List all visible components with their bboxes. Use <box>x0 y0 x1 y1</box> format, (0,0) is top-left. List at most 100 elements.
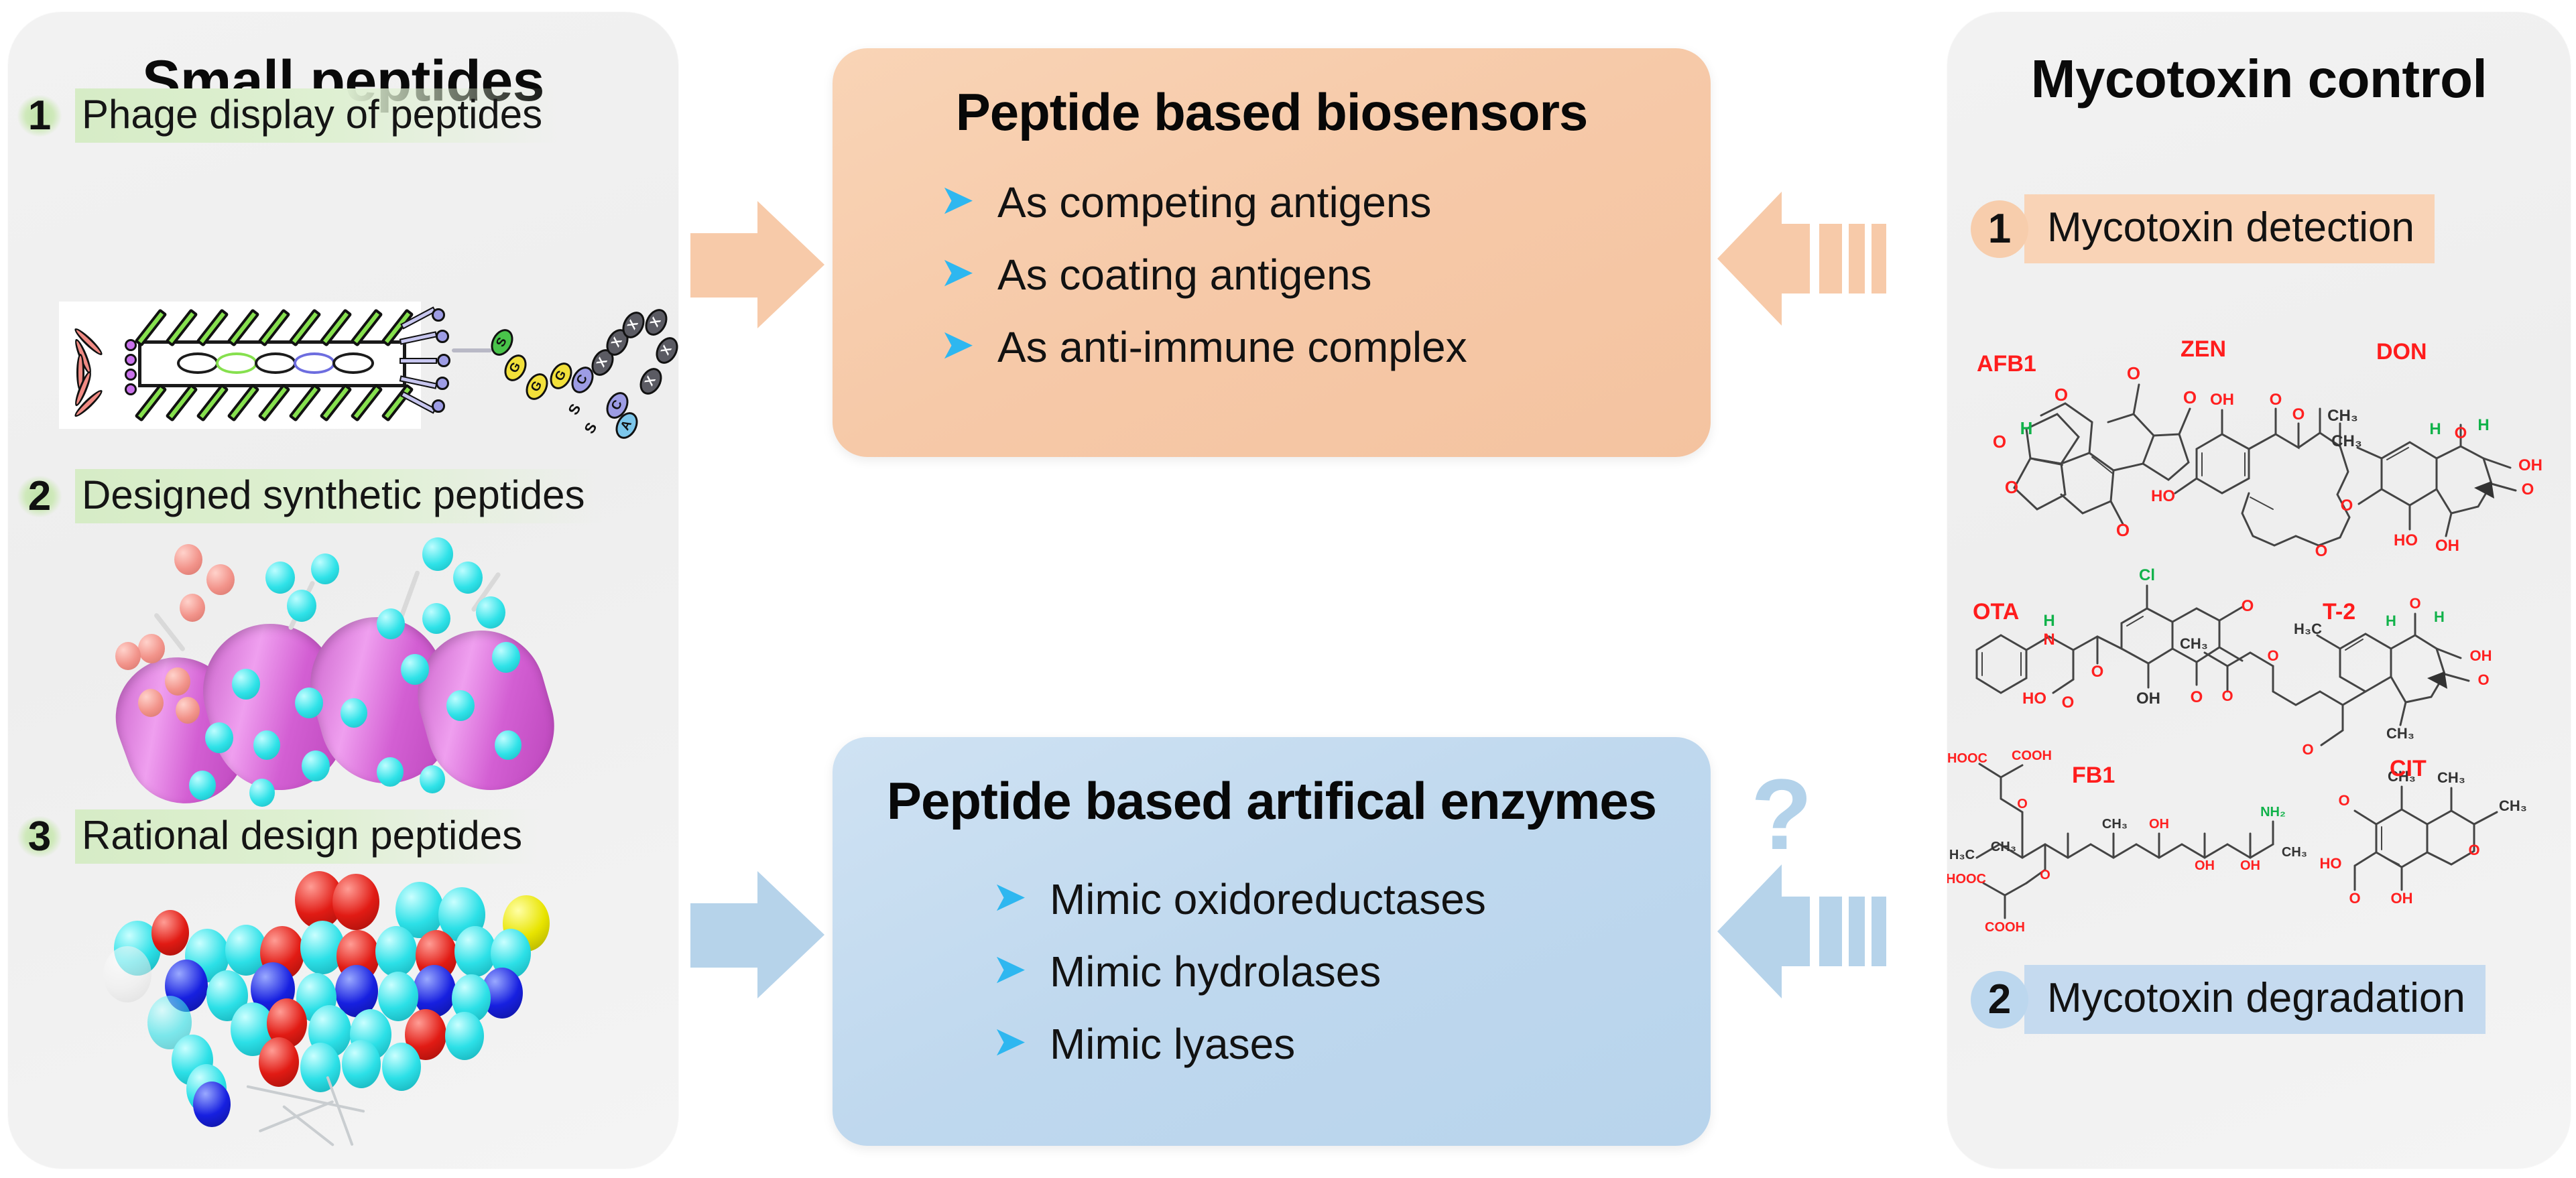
pvii-minor-protein <box>125 339 137 351</box>
carbon-atom <box>445 1012 484 1060</box>
bullet-text: Mimic oxidoreductases <box>1049 875 1486 923</box>
disulfide-label: S <box>580 419 601 437</box>
oxygen-atom <box>174 544 202 575</box>
biosensor-box-title: Peptide based biosensors <box>955 82 1589 141</box>
tag-mycotoxin-detection[interactable]: 1 Mycotoxin detection <box>1971 194 2435 263</box>
ligand-bond <box>326 1075 354 1147</box>
svg-text:Cl: Cl <box>2139 566 2155 584</box>
bullet-text: As competing antigens <box>997 178 1432 226</box>
piii-minor-protein <box>437 354 450 367</box>
svg-text:OH: OH <box>2470 647 2492 664</box>
sidebar-item-rational-design[interactable]: 3 Rational design peptides <box>17 809 540 864</box>
alpha-helix-illustration <box>74 529 603 821</box>
svg-text:O: O <box>2191 688 2203 706</box>
svg-text:O: O <box>2242 597 2254 615</box>
svg-text:H: H <box>2386 612 2396 629</box>
svg-text:O: O <box>2302 741 2313 758</box>
svg-text:HOOC: HOOC <box>1947 751 1987 766</box>
oxygen-atom <box>165 667 190 696</box>
svg-text:H: H <box>2020 418 2033 438</box>
svg-text:O: O <box>2040 868 2050 882</box>
svg-text:O: O <box>2270 391 2282 409</box>
sidebar-item-phage-display[interactable]: 1 Phage display of peptides <box>17 88 560 143</box>
oxygen-atom <box>115 642 141 670</box>
right-panel-title: Mycotoxin control <box>2030 49 2488 109</box>
oxygen-atom <box>138 634 165 663</box>
svg-text:COOH: COOH <box>1985 920 2025 935</box>
chevron-right-icon: ➤ <box>940 177 975 223</box>
dna-loop <box>177 352 219 374</box>
carbon-atom <box>377 608 405 639</box>
tag-mycotoxin-degradation[interactable]: 2 Mycotoxin degradation <box>1971 965 2486 1034</box>
svg-text:CH₃: CH₃ <box>1991 840 2016 854</box>
enzyme-box: Peptide based artifical enzymes ➤ Mimic … <box>833 737 1711 1146</box>
bullet-text: As anti-immune complex <box>997 323 1467 371</box>
item-number-2: 2 <box>17 475 62 517</box>
carbon-atom <box>265 562 295 594</box>
carbon-atom <box>378 972 418 1021</box>
carbon-atom <box>401 654 429 685</box>
svg-text:O: O <box>2522 480 2534 499</box>
bullet-text: As coating antigens <box>997 251 1372 299</box>
carbon-atom <box>295 688 323 718</box>
peptide-residue: G <box>521 369 553 404</box>
svg-text:OH: OH <box>2210 391 2234 409</box>
item-number-1: 1 <box>17 94 62 137</box>
arrow-right-orange <box>690 201 824 328</box>
carbon-atom <box>189 771 216 800</box>
svg-text:O: O <box>2017 797 2028 811</box>
carbon-atom <box>253 730 280 760</box>
mycotoxin-structures: AFB1 ZEN DON O O O H O O O <box>1947 315 2571 952</box>
svg-text:O: O <box>2116 520 2130 540</box>
mycotoxin-label-don: DON <box>2376 339 2427 365</box>
oxygen-atom <box>332 874 379 930</box>
dna-loop <box>216 352 257 374</box>
piii-minor-protein <box>432 399 445 413</box>
carbon-atom <box>492 642 520 673</box>
mycotoxin-label-t2: T-2 <box>2323 599 2356 625</box>
svg-text:O: O <box>2292 405 2305 423</box>
svg-text:O: O <box>2409 595 2420 612</box>
piii-minor-protein <box>432 308 445 322</box>
svg-text:O: O <box>2054 385 2068 405</box>
question-mark-icon: ? <box>1751 758 1813 870</box>
sidebar-item-designed-synthetic[interactable]: 2 Designed synthetic peptides <box>17 469 603 523</box>
svg-text:CH₃: CH₃ <box>2437 769 2465 786</box>
svg-text:H₃C: H₃C <box>2294 620 2322 637</box>
svg-text:O: O <box>2468 842 2479 858</box>
oxygen-atom <box>151 910 189 956</box>
carbon-atom <box>495 730 522 760</box>
peptide-residue: S <box>486 325 518 360</box>
carbon-atom <box>341 698 367 728</box>
carbon-atom <box>205 722 233 753</box>
carbon-atom <box>382 1043 421 1091</box>
biosensor-bullet-list: ➤ As competing antigens ➤ As coating ant… <box>940 177 1467 398</box>
chevron-right-icon: ➤ <box>992 1019 1027 1065</box>
svg-text:OH: OH <box>2136 690 2160 708</box>
mycotoxin-label-afb1: AFB1 <box>1977 351 2036 377</box>
biosensor-box: Peptide based biosensors ➤ As competing … <box>833 48 1711 457</box>
list-item: ➤ As anti-immune complex <box>940 323 1467 371</box>
svg-text:CH₃: CH₃ <box>2327 407 2358 425</box>
oxygen-atom <box>259 1037 299 1087</box>
carbon-atom <box>342 1040 381 1088</box>
disulfide-label: S <box>564 401 585 418</box>
nitrogen-atom <box>335 965 378 1017</box>
item-label-phage-display: Phage display of peptides <box>75 88 560 143</box>
oxygen-atom <box>138 689 164 717</box>
svg-text:CH₃: CH₃ <box>2282 845 2307 860</box>
list-item: ➤ As coating antigens <box>940 251 1467 299</box>
arrow-left-striped-blue <box>1717 864 1892 998</box>
tag-label-degradation: Mycotoxin degradation <box>2024 965 2486 1034</box>
svg-text:O: O <box>2127 363 2140 383</box>
peptide-residue: G <box>499 350 532 385</box>
carbon-atom <box>311 553 339 584</box>
carbon-atom <box>422 603 450 634</box>
svg-text:HO: HO <box>2022 690 2046 708</box>
svg-text:OH: OH <box>2195 858 2215 873</box>
svg-text:O: O <box>1993 432 2006 452</box>
list-item: ➤ Mimic lyases <box>992 1019 1486 1065</box>
water-atom <box>103 946 151 1002</box>
pvii-minor-protein <box>125 383 137 395</box>
carbon-atom <box>300 1043 341 1092</box>
